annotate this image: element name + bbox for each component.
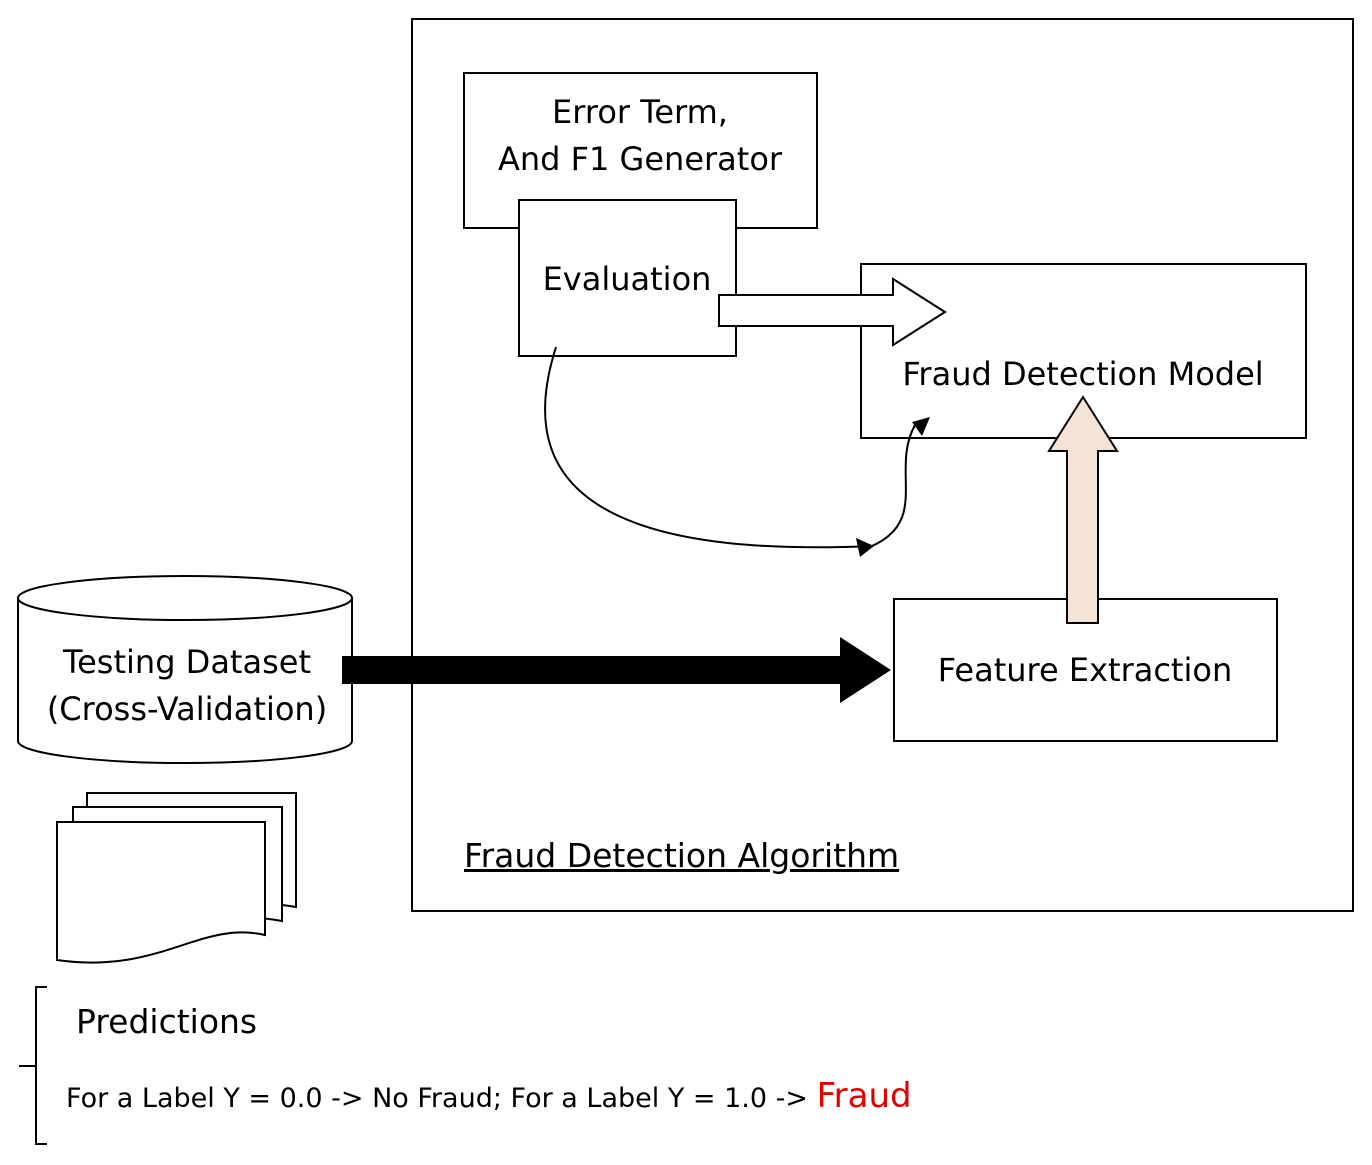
evaluation-box bbox=[518, 199, 737, 357]
dataset-label-line1: Testing Dataset bbox=[62, 643, 311, 681]
evaluation-to-model-hollow-arrow bbox=[718, 277, 947, 347]
dataset-to-feature-arrow bbox=[342, 637, 891, 703]
evaluation-label: Evaluation bbox=[543, 260, 712, 298]
feedback-curve-mid-arrowhead bbox=[856, 538, 874, 557]
dataset-label-line2: (Cross-Validation) bbox=[47, 690, 327, 728]
predictions-documents-icon bbox=[56, 792, 297, 964]
legend-rule-text: For a Label Y = 0.0 -> No Fraud; For a L… bbox=[66, 1083, 817, 1114]
error-term-label-line2: And F1 Generator bbox=[498, 140, 783, 178]
feature-to-model-up-arrow bbox=[1047, 395, 1119, 624]
algorithm-container-box bbox=[411, 18, 1354, 912]
legend-rule: For a Label Y = 0.0 -> No Fraud; For a L… bbox=[66, 1076, 912, 1116]
error-term-label-line1: Error Term, bbox=[552, 93, 728, 131]
legend-title: Predictions bbox=[76, 1002, 258, 1041]
legend-bracket bbox=[19, 986, 47, 1145]
feature-extraction-label: Feature Extraction bbox=[938, 651, 1232, 689]
dataset-cylinder-body bbox=[17, 598, 353, 764]
legend-fraud-word: Fraud bbox=[816, 1076, 912, 1116]
feedback-curve-arrow bbox=[544, 346, 916, 549]
feedback-curve-end-arrowhead bbox=[912, 417, 930, 436]
fraud-model-label: Fraud Detection Model bbox=[902, 355, 1263, 393]
dataset-cylinder-top bbox=[17, 575, 353, 621]
algorithm-container-title: Fraud Detection Algorithm bbox=[464, 836, 900, 875]
